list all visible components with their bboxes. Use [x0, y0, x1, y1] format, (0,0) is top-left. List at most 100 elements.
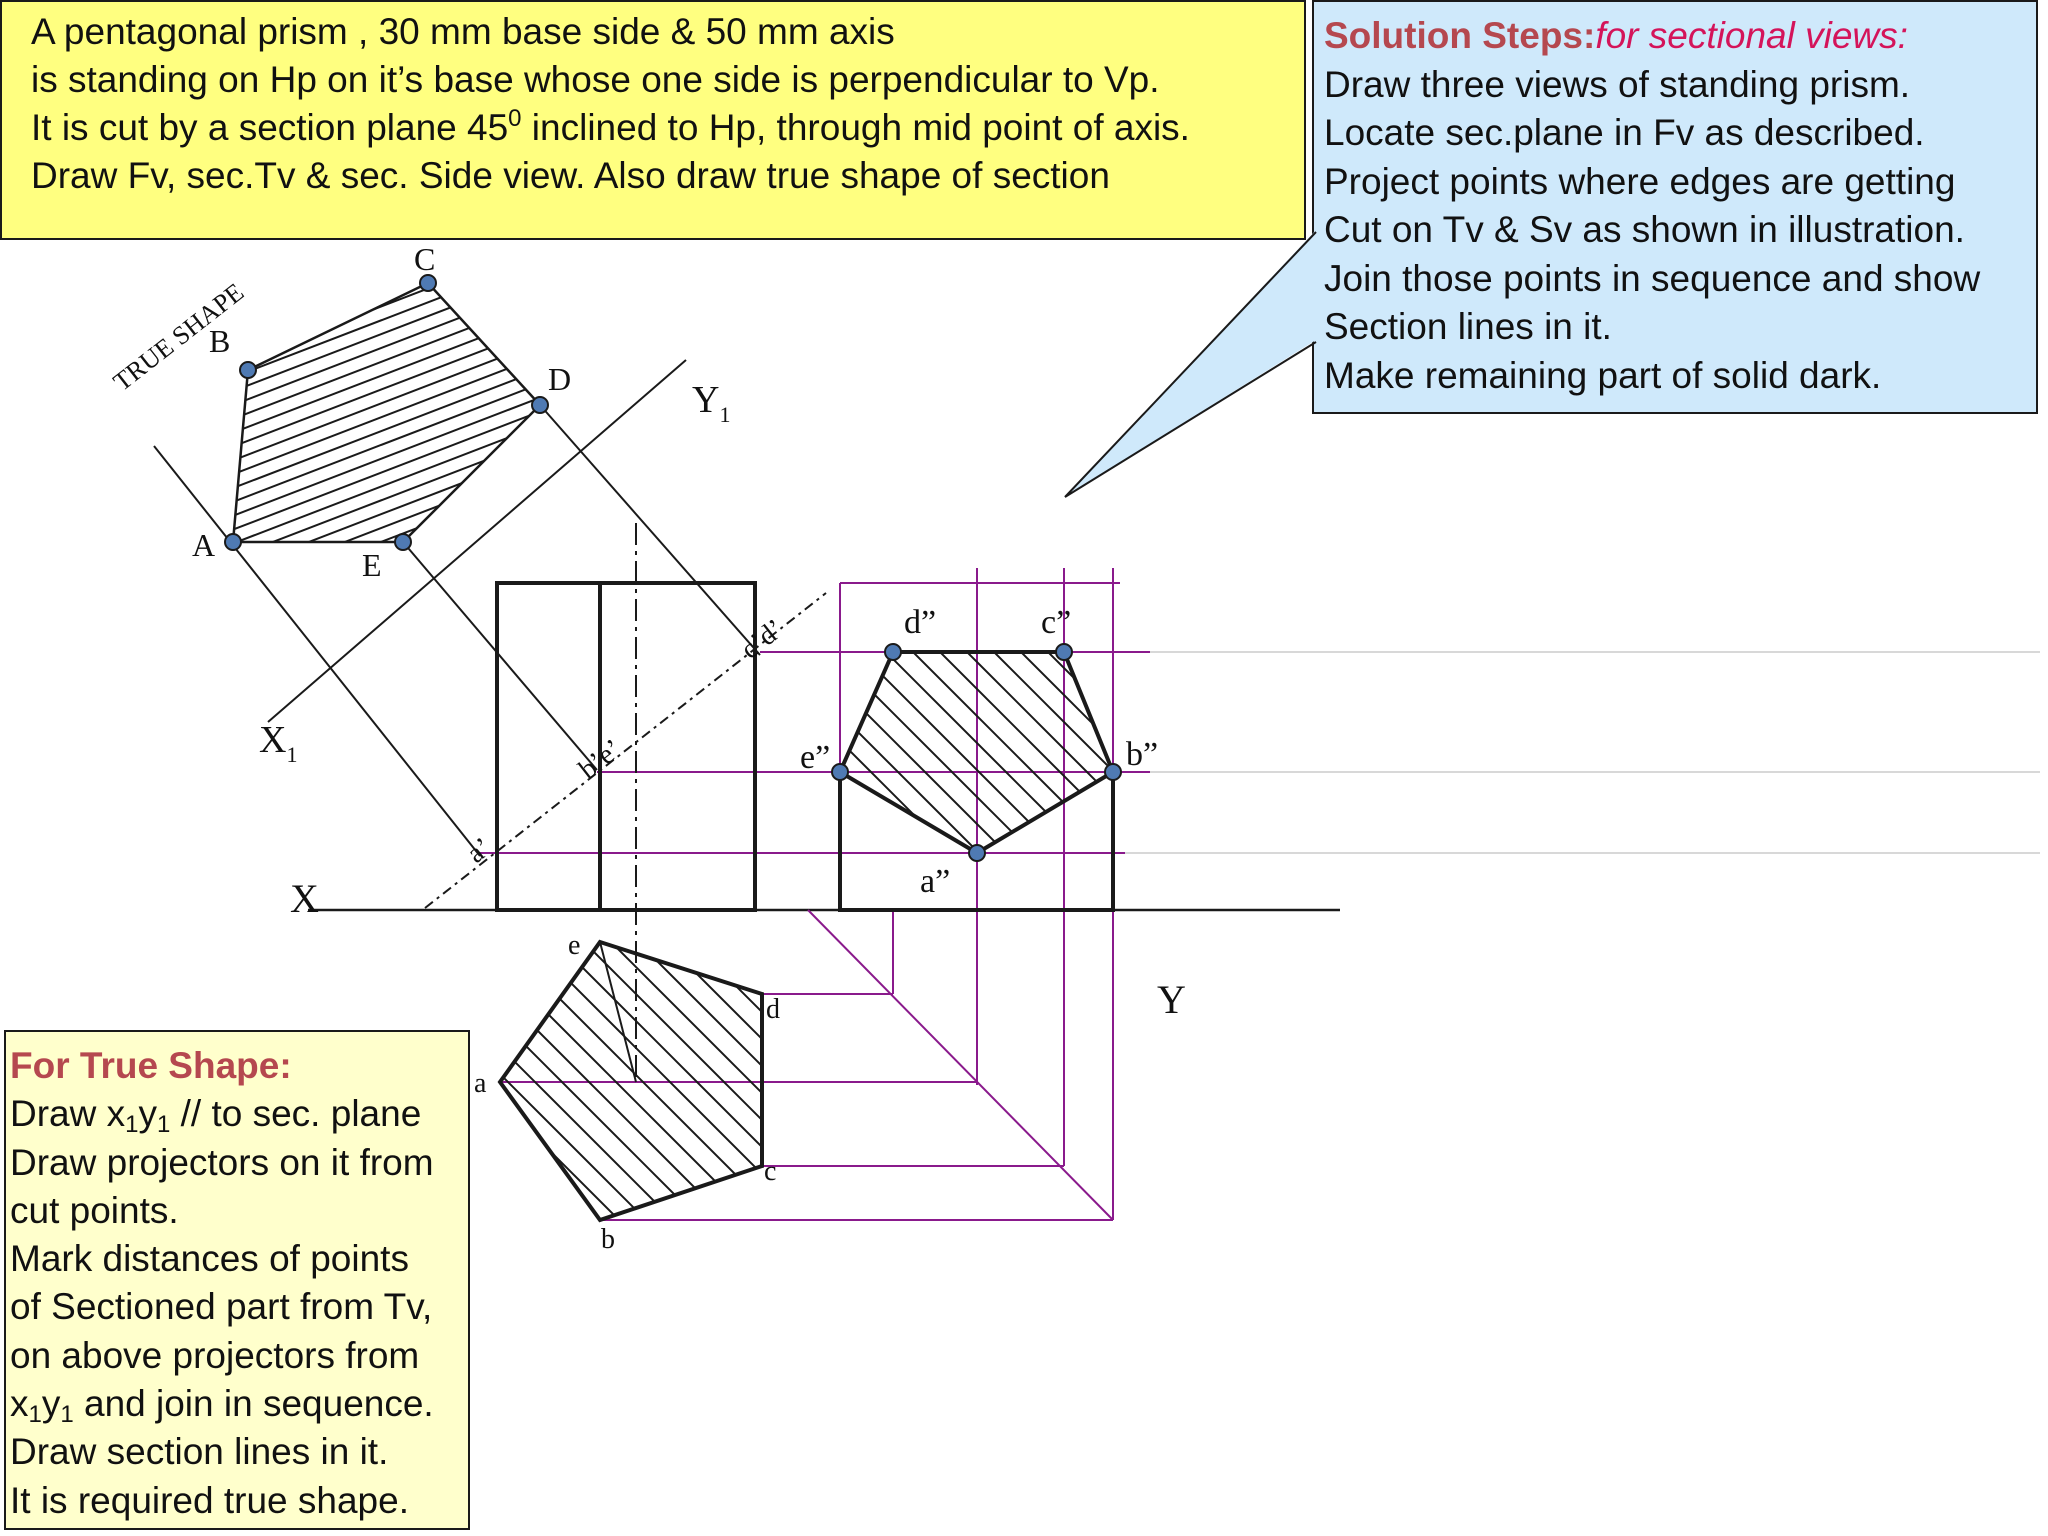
hatch-line [1333, 640, 1563, 870]
true-shape-projectors [153, 404, 761, 857]
point-e-dd [831, 763, 849, 781]
solution-step-3: Project points where edges are getting [1324, 160, 1956, 202]
hatch-line [233, 283, 540, 542]
hatch-line [1112, 930, 1412, 1230]
side-view [838, 640, 1617, 912]
text-part: // to sec. plane [170, 1093, 422, 1135]
hatch-line [625, 942, 762, 1220]
hatch-line [500, 942, 762, 1220]
solution-step-2: Locate sec.plane in Fv as described. [1324, 112, 1925, 153]
text-part: y [41, 1383, 61, 1425]
subscript: 1 [125, 1111, 139, 1139]
hatch-line [500, 942, 711, 1220]
hatch-line [923, 930, 1223, 1230]
solution-step-5: Join those points in sequence and show [1324, 257, 1981, 299]
hatch-line [977, 930, 1277, 1230]
hatch-line [1306, 640, 1536, 870]
point-E [394, 533, 412, 551]
hatch-line [1089, 652, 1113, 853]
problem-line-3: It is cut by a section plane 450 incline… [31, 104, 1304, 152]
hatch-line [0, 270, 188, 560]
hatch-line [233, 283, 540, 542]
point-c-dd [1055, 643, 1073, 661]
true-shape-step-8: Draw section lines in it. [10, 1431, 389, 1473]
label-b-dd: b” [1126, 736, 1158, 773]
hatch-line [842, 930, 1142, 1230]
label-b: b [601, 1224, 615, 1255]
hatch-line [233, 283, 513, 542]
hatch-line [1225, 640, 1455, 870]
true-shape-step-4: Mark distances of points [10, 1238, 409, 1280]
hatch-line [233, 283, 297, 542]
true-shape-step-6: on above projectors from [10, 1334, 420, 1376]
section-plane-line [424, 592, 827, 909]
hatch-line [1004, 930, 1304, 1230]
problem-line-1: A pentagonal prism , 30 mm base side & 5… [31, 11, 895, 52]
hatch-line [815, 930, 1115, 1230]
hatch-line [500, 942, 762, 1220]
hatch-line [1008, 652, 1113, 853]
label-b-e-prime: b’e’ [573, 733, 628, 785]
hatch-line [233, 283, 540, 542]
point-C [419, 274, 437, 292]
hatch-line [233, 283, 540, 542]
hatch-line [1198, 640, 1428, 870]
label-x1: X1 [259, 719, 297, 767]
hatch-line [441, 283, 540, 542]
hatch-line [1085, 930, 1385, 1230]
hatch-line [233, 283, 477, 542]
solution-step-1: Draw three views of standing prism. [1324, 63, 1911, 105]
hatch-line [954, 652, 1113, 853]
point-b-dd [1104, 763, 1122, 781]
true-shape-step-3: cut points. [10, 1189, 179, 1231]
problem-line-4: Draw Fv, sec.Tv & sec. Side view. Also d… [31, 155, 1110, 196]
solution-step-7: Make remaining part of solid dark. [1324, 354, 1882, 396]
subscript: 1 [28, 1401, 42, 1429]
x1y1-auxiliary-line [267, 359, 687, 723]
hatch-line [544, 942, 762, 1220]
hatch-line [733, 942, 762, 1220]
hatch-line [233, 283, 540, 542]
problem-line-2: is standing on Hp on it’s base whose one… [31, 59, 1160, 100]
hatch-line [840, 652, 1024, 853]
hatch-line [1387, 640, 1617, 870]
label-c-d-prime: c’d’ [735, 613, 790, 665]
text-part: and join in sequence. [73, 1383, 434, 1425]
hatch-line [598, 942, 762, 1220]
hatch-line [297, 283, 540, 542]
hatch-line [0, 270, 44, 560]
hatch-line [981, 652, 1113, 853]
solution-step-4: Cut on Tv & Sv as shown in illustration. [1324, 209, 1965, 250]
hatch-line [1360, 640, 1590, 870]
text-part: y [138, 1093, 157, 1135]
hatch-line [0, 270, 152, 560]
true-shape-notes-box: For True Shape: Draw x1y1 // to sec. pla… [4, 1030, 470, 1530]
label-c-dd: c” [1041, 604, 1071, 641]
true-shape-step-1: Draw x1y1 // to sec. plane [10, 1090, 468, 1138]
label-y: Y [1157, 977, 1186, 1022]
hatch-line [788, 930, 1088, 1230]
hatch-line [1058, 930, 1358, 1230]
hatch-line [233, 283, 540, 542]
hatch-line [233, 283, 540, 542]
label-e-dd: e” [800, 739, 830, 776]
true-shape-step-7: x1y1 and join in sequence. [10, 1380, 468, 1428]
hatch-line [167, 930, 467, 1230]
label-e: e [568, 930, 580, 961]
hatch-line [706, 942, 762, 1220]
hatch-line [500, 942, 657, 1220]
hatch-line [233, 283, 333, 542]
label-E: E [362, 547, 382, 583]
hatch-line [477, 283, 540, 542]
label-a: a [474, 1068, 487, 1099]
hatch-line [840, 652, 997, 853]
hatch-line [233, 283, 540, 542]
callout-pointer-outline [1064, 231, 1317, 498]
solution-steps-title: Solution Steps: [1324, 15, 1596, 56]
hatch-line [1031, 930, 1331, 1230]
hatch-line [261, 283, 540, 542]
hatch-line [571, 942, 762, 1220]
hatch-line [500, 942, 576, 1220]
label-y1: Y1 [692, 379, 730, 427]
